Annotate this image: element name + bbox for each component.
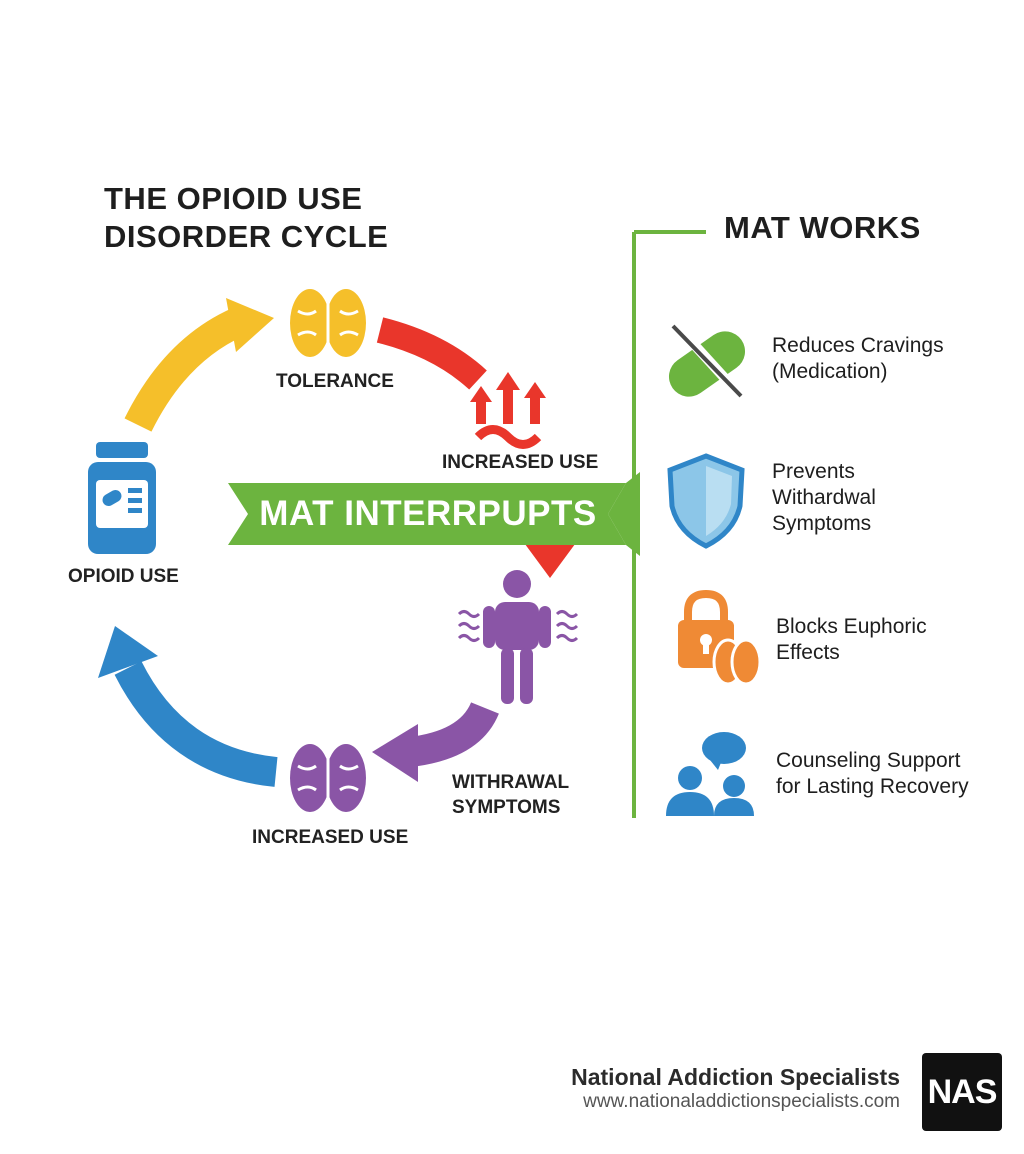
arrow-yellow [124, 298, 274, 432]
benefit-prevents-withdrawal: Prevents Withardwal Symptoms [772, 459, 876, 537]
label-withdrawal-line-2: SYMPTOMS [452, 797, 561, 818]
benefit-3-line-1: Counseling Support [776, 749, 961, 772]
benefit-1-line-3: Symptoms [772, 512, 872, 535]
arrow-blue [98, 626, 278, 787]
mat-banner-text: MAT INTERRPUPTS [259, 494, 597, 533]
nas-logo: NAS [922, 1053, 1002, 1131]
mat-works-heading: MAT WORKS [724, 210, 921, 245]
counseling-icon [666, 732, 754, 816]
title-line-2: DISORDER CYCLE [104, 219, 389, 254]
label-increased-use-bottom: INCREASED USE [252, 827, 409, 848]
benefit-2-line-1: Blocks Euphoric [776, 615, 927, 638]
benefit-1-line-2: Withardwal [772, 486, 876, 509]
benefit-3-line-2: for Lasting Recovery [776, 775, 969, 798]
benefit-reduces-cravings: Reduces Cravings (Medication) [772, 333, 944, 385]
arrow-red [376, 317, 578, 578]
benefit-1-line-1: Prevents [772, 460, 855, 483]
benefit-0-line-1: Reduces Cravings [772, 334, 944, 357]
rising-arrows-icon [470, 372, 546, 449]
person-withdrawal-icon [457, 570, 579, 704]
label-withdrawal-symptoms: WITHRAWAL SYMPTOMS [452, 770, 569, 820]
benefit-counseling-support: Counseling Support for Lasting Recovery [776, 748, 969, 800]
shield-icon [667, 453, 745, 549]
brain-icon-tolerance [290, 289, 366, 357]
mat-banner-shape [228, 472, 640, 556]
diagram-title: THE OPIOID USE DISORDER CYCLE [104, 180, 388, 256]
pill-bottle-icon [88, 442, 156, 554]
pill-crossed-icon [668, 324, 746, 400]
label-tolerance: TOLERANCE [276, 371, 394, 392]
title-line-1: THE OPIOID USE [104, 181, 363, 216]
lock-brain-icon [678, 589, 762, 686]
brand-name: National Addiction Specialists [571, 1064, 900, 1090]
brain-icon-increased-use [290, 744, 366, 812]
benefit-blocks-euphoric: Blocks Euphoric Effects [776, 614, 927, 666]
label-withdrawal-line-1: WITHRAWAL [452, 772, 570, 793]
arrow-red-lower [522, 540, 578, 578]
label-opioid-use: OPIOID USE [68, 566, 179, 587]
arrow-purple [372, 701, 499, 782]
benefit-2-line-2: Effects [776, 641, 840, 664]
benefit-0-line-2: (Medication) [772, 360, 888, 383]
label-increased-use-top: INCREASED USE [442, 452, 599, 473]
brand-url[interactable]: www.nationaladdictionspecialists.com [583, 1091, 900, 1112]
